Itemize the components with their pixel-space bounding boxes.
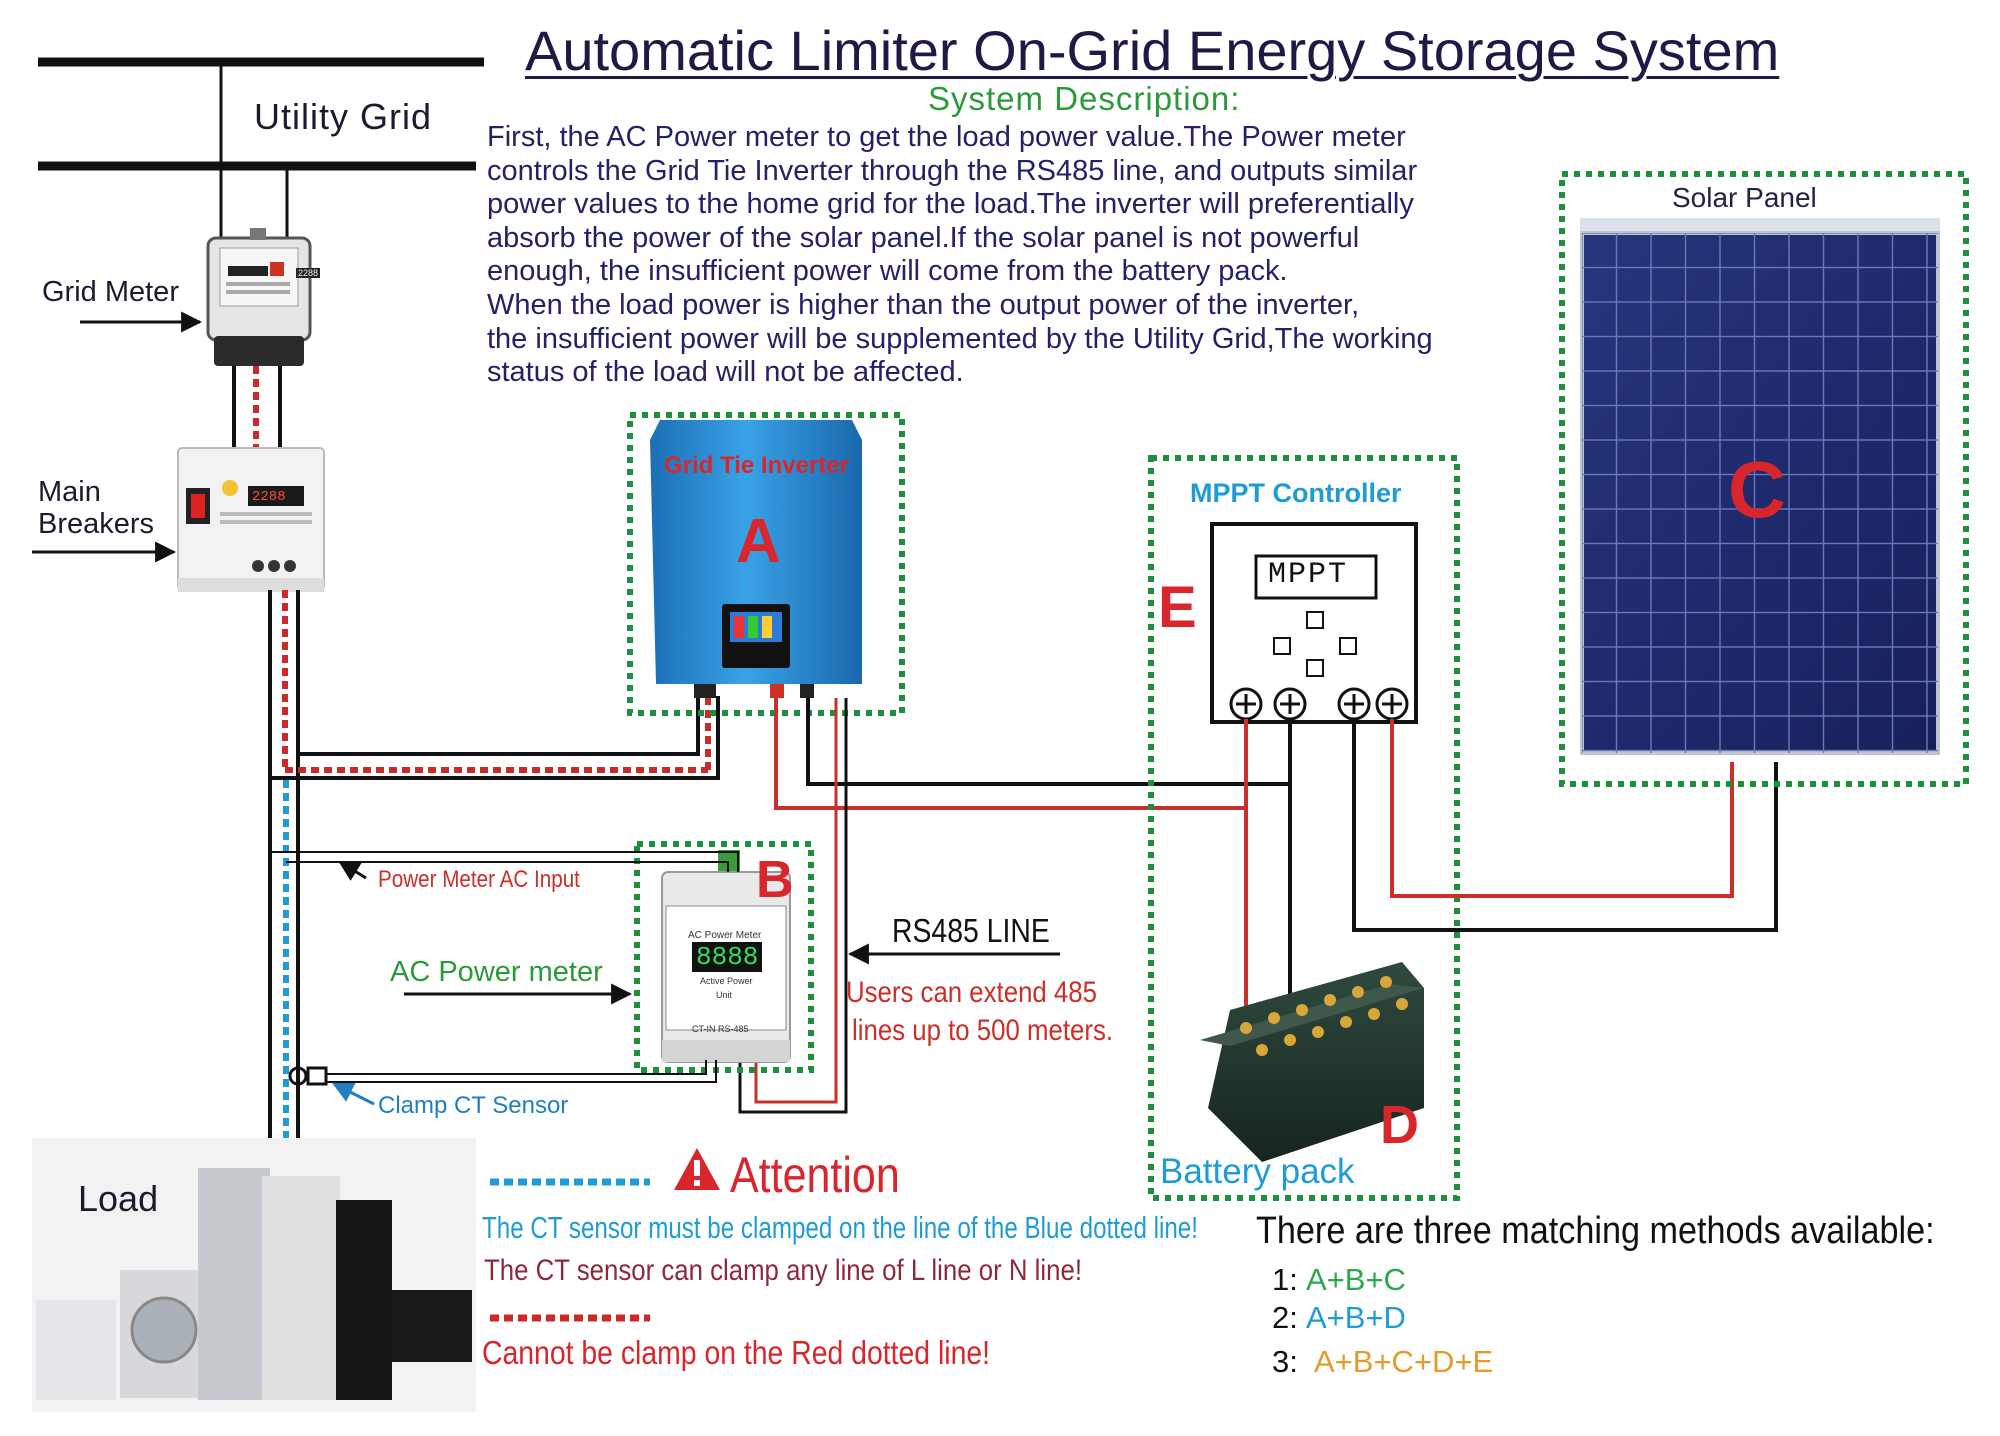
utility-grid-lines [38,57,484,238]
power-meter-input-lines [270,851,739,881]
matching-combo: A+B+D [1306,1300,1406,1335]
utility-grid-label: Utility Grid [254,96,433,137]
matching-combo: A+B+C [1306,1262,1406,1297]
power-meter-unit: Unit [716,990,733,1000]
letter-a: A [736,507,781,576]
letter-b: B [756,851,794,909]
solar-panel-label: Solar Panel [1672,182,1817,213]
grid-meter-reading: 2288 [296,268,321,278]
grid-tie-inverter-label: Grid Tie Inverter [664,452,849,479]
inverter-ac-feed [270,696,720,780]
system-description-heading: System Description: [928,80,1241,117]
main-breakers-device [177,447,325,592]
matching-combo: A+B+C+D+E [1314,1344,1494,1379]
mppt-wires [1244,719,1778,1006]
attention-heading: Attention [730,1147,900,1203]
battery-pack-label: Battery pack [1160,1152,1355,1191]
main-breakers-label-line2: Breakers [38,508,155,540]
warning-triangle-icon [674,1148,720,1190]
letter-e: E [1158,575,1197,640]
rs485-line-label: RS485 LINE [892,912,1050,949]
ac-power-meter-label: AC Power meter [390,956,603,988]
attention-section [490,1148,720,1322]
page-title: Automatic Limiter On-Grid Energy Storage… [525,19,1780,82]
inverter-dc-wires [738,698,1290,1114]
description-line: power values to the home grid for the lo… [487,188,1414,221]
meter-breaker-wires [232,366,282,462]
description-line: When the load power is higher than the o… [487,288,1360,321]
description-line: First, the AC Power meter to get the loa… [487,121,1406,153]
mppt-controller-label: MPPT Controller [1190,478,1402,508]
description-line: status of the load will not be affected. [487,356,964,389]
description-line: enough, the insufficient power will come… [487,255,1288,288]
grid-meter-label: Grid Meter [42,276,179,308]
clamp-ct-sensor-label: Clamp CT Sensor [378,1092,569,1119]
rs485-note-line1: Users can extend 485 [846,976,1097,1009]
pointer-arrows [32,311,1060,1005]
mppt-display-text: MPPT [1268,558,1349,592]
main-breakers-label-line1: Main [38,476,101,508]
description-line: controls the Grid Tie Inverter through t… [487,154,1418,187]
grid-meter-device [206,228,312,366]
ac-power-meter-device [634,841,814,1073]
power-meter-title: AC Power Meter [688,930,762,941]
ct-clamp [288,1060,717,1106]
battery-pack-device [1200,962,1424,1162]
power-meter-sub: Active Power [700,976,753,986]
attention-blue-note: The CT sensor must be clamped on the lin… [482,1210,1198,1245]
load-appliances [32,1138,476,1412]
solar-panel-device [1559,171,1969,787]
attention-note-2: The CT sensor can clamp any line of L li… [484,1254,1082,1287]
matching-number: 3: [1272,1344,1298,1379]
rs485-note-line2: lines up to 500 meters. [852,1014,1114,1047]
breaker-display: 2288 [252,489,286,505]
matching-number: 1: [1272,1262,1298,1297]
letter-c: C [1728,445,1786,534]
system-description-body: First, the AC Power meter to get the loa… [487,121,1562,390]
letter-d: D [1380,1095,1419,1155]
power-meter-ports: CT-IN RS-485 [692,1024,749,1034]
grid-tie-inverter-device [627,412,905,716]
main-trunk-wires [268,590,300,1142]
mppt-controller-device [1148,455,1460,1201]
power-meter-display: 8888 [696,942,759,972]
description-line: the insufficient power will be supplemen… [487,322,1433,355]
matching-heading: There are three matching methods availab… [1256,1210,1935,1252]
attention-red-note: Cannot be clamp on the Red dotted line! [482,1334,991,1371]
description-line: absorb the power of the solar panel.If t… [487,221,1360,254]
load-label: Load [78,1178,159,1219]
matching-number: 2: [1272,1300,1298,1335]
power-meter-ac-input-label: Power Meter AC Input [378,866,580,893]
